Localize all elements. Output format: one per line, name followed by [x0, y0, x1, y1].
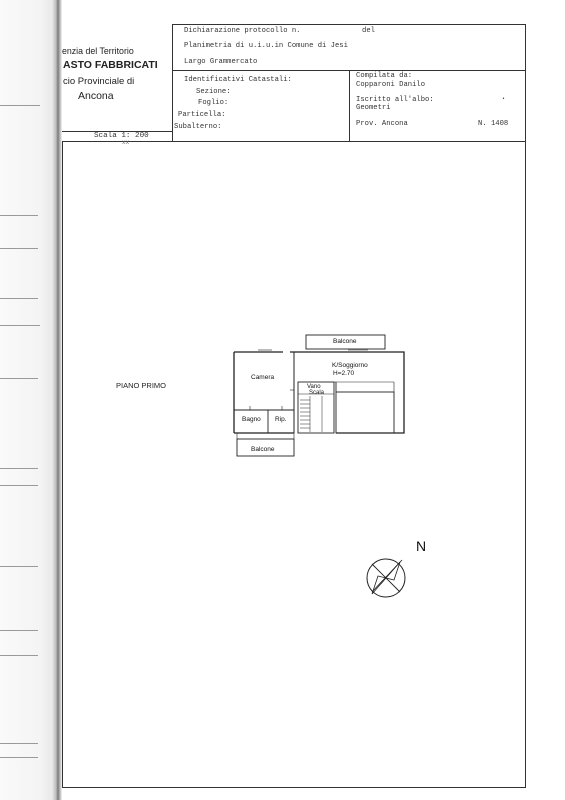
north-compass-icon [366, 558, 406, 598]
scan-tick [0, 757, 38, 758]
room-living-kitchen: K/Soggiorno [332, 362, 368, 369]
scan-mark: xx [122, 139, 130, 146]
scale-row-top [62, 131, 172, 132]
scan-tick [0, 655, 38, 656]
scan-left-edge [0, 0, 62, 800]
scan-tick [0, 566, 38, 567]
scan-tick [0, 105, 40, 106]
scan-tick [0, 630, 38, 631]
frame-bottom [62, 787, 526, 788]
compiled-by-label: Compilata da: [356, 72, 413, 80]
address: Largo Grammercato [184, 58, 258, 66]
scan-tick [0, 298, 38, 299]
room-balcony-bottom: Balcone [251, 446, 275, 453]
scan-tick [0, 248, 38, 249]
scale-label: Scala 1: 200 [94, 132, 149, 140]
protocol-date-label: del [362, 27, 375, 35]
agency-provincial: cio Provinciale di [63, 76, 135, 87]
header-block-top [172, 24, 526, 25]
register-mark: • [502, 96, 506, 102]
scan-tick [0, 468, 38, 469]
scan-tick [0, 378, 38, 379]
room-bedroom: Camera [251, 374, 275, 381]
cadastral-ids-label: Identificativi Catastali: [184, 76, 292, 84]
floor-plan [233, 334, 405, 457]
frame-left [62, 141, 63, 788]
register-label: Iscritto all'albo: [356, 96, 434, 104]
agency-office: ASTO FABBRICATI [63, 59, 158, 71]
header-block-left [172, 24, 173, 141]
scan-tick [0, 485, 38, 486]
room-bathroom: Bagno [242, 416, 261, 423]
registration-number: N. 1408 [478, 120, 509, 128]
agency-name: enzia del Territorio [62, 46, 134, 56]
compiler-name: Copparoni Danilo [356, 81, 426, 89]
subunit-label: Subalterno: [174, 123, 222, 131]
header-block-divider [349, 70, 350, 141]
room-balcony-top: Balcone [333, 338, 357, 345]
header-block-right [525, 24, 526, 141]
province-label: Prov. Ancona [356, 120, 408, 128]
sheet-label: Foglio: [198, 99, 229, 107]
scan-tick [0, 215, 38, 216]
north-label: N [416, 538, 427, 554]
room-stair-shaft: Vano [307, 384, 321, 390]
floor-label: PIANO PRIMO [116, 381, 167, 390]
room-storage: Rip. [275, 416, 287, 423]
register-value: Geometri [356, 104, 391, 112]
parcel-label: Particella: [178, 111, 226, 119]
section-label: Sezione: [196, 88, 231, 96]
agency-city: Ancona [78, 90, 114, 102]
room-stair-label: Scala [309, 390, 325, 396]
scan-tick [0, 743, 38, 744]
header-bottom-line [62, 141, 526, 142]
scan-tick [0, 325, 40, 326]
room-height: H=2.70 [333, 370, 355, 377]
protocol-label: Dichiarazione protocollo n. [184, 27, 301, 35]
plan-title: Planimetria di u.i.u.in Comune di Jesi [184, 42, 348, 50]
frame-right [525, 141, 526, 788]
